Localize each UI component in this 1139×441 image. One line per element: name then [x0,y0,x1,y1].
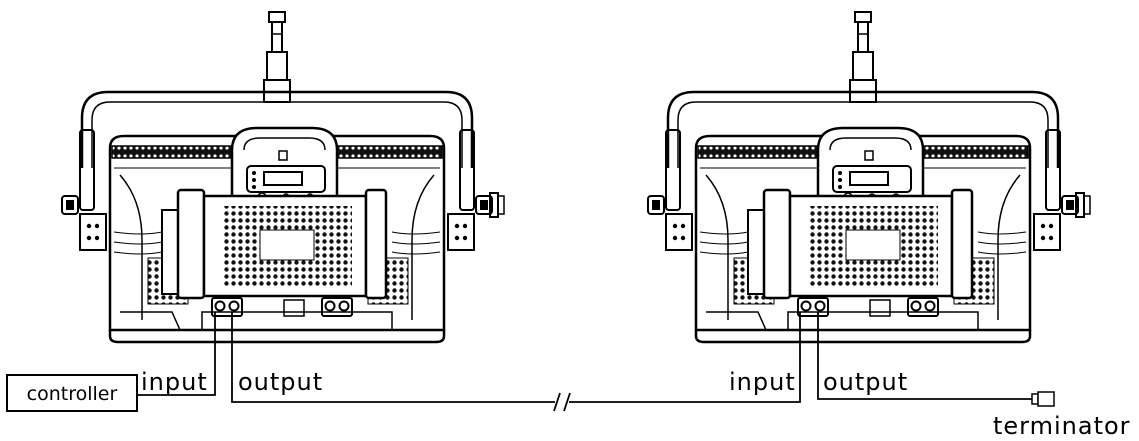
cable-output-2-to-terminator [817,312,1032,400]
terminator-label: terminator [993,412,1131,440]
output-label-1: output [238,368,323,396]
input-label-1: input [141,368,208,396]
light-fixture-1 [60,10,506,344]
light-fixture-2 [646,10,1092,344]
terminator-plug [1031,391,1055,407]
input-label-2: input [729,368,796,396]
controller-label: controller [27,383,118,405]
cable-controller-to-input-1 [137,312,216,396]
cable-output-1-to-input-2 [231,312,801,403]
cable-break-mark [553,392,571,412]
controller-box [6,374,138,412]
output-label-2: output [823,368,908,396]
